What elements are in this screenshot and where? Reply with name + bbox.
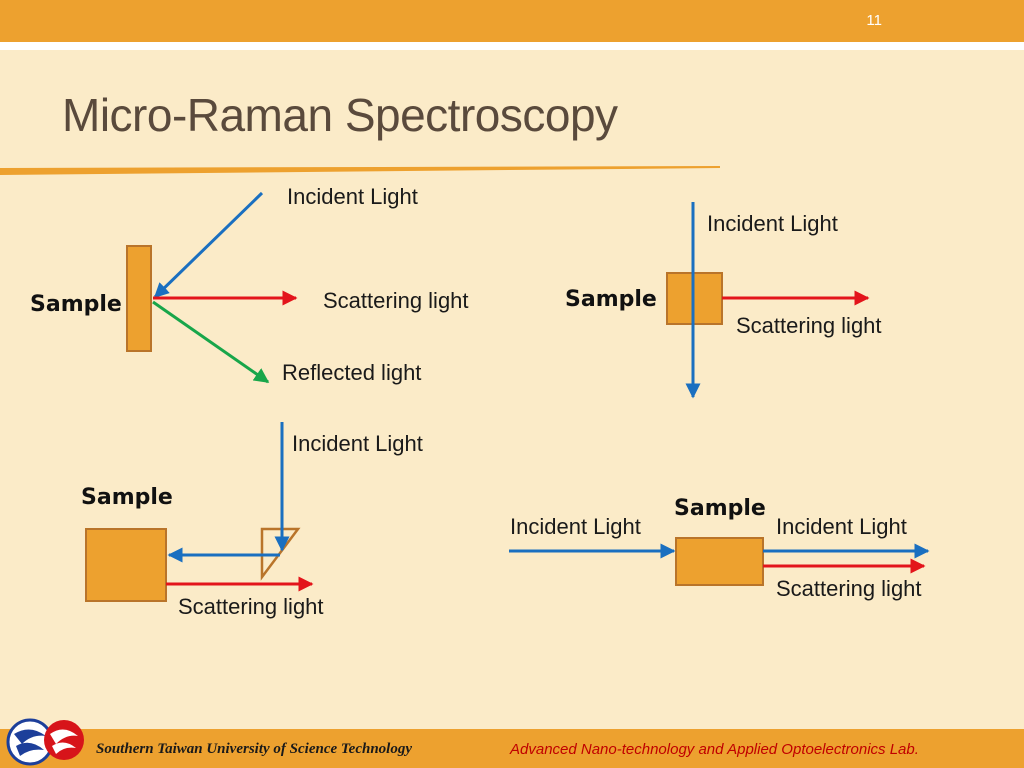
header-divider (0, 42, 1024, 50)
d4-sample-label: Sample (674, 496, 766, 521)
d1-incident-arrow (153, 191, 264, 299)
d3-incident-label: Incident Light (292, 431, 423, 456)
footer-lab: Advanced Nano-technology and Applied Opt… (510, 741, 919, 758)
footer-university: Southern Taiwan University of Science Te… (96, 741, 412, 757)
d1-sample (126, 245, 152, 352)
d2-incident-label: Incident Light (707, 211, 838, 236)
d4-incident-in-label: Incident Light (510, 514, 641, 539)
d2-scattering-label: Scattering light (736, 313, 882, 338)
d4-incident-out-label: Incident Light (776, 514, 907, 539)
d3-sample-label: Sample (81, 485, 173, 510)
d2-sample-label: Sample (565, 287, 657, 312)
d1-reflected-arrow (152, 300, 270, 384)
d3-prism (260, 527, 301, 581)
header-bar (0, 0, 1024, 42)
d1-scattering-label: Scattering light (323, 288, 469, 313)
slide-number: 11 (866, 12, 882, 29)
footer-bar (0, 729, 1024, 768)
d4-scattering-label: Scattering light (776, 576, 922, 601)
slide-title: Micro-Raman Spectroscopy (62, 89, 618, 141)
title-underline (0, 166, 720, 175)
university-logo-icon (6, 718, 84, 766)
d4-sample (675, 537, 764, 586)
d3-sample (85, 528, 167, 602)
d1-incident-label: Incident Light (287, 184, 418, 209)
d1-sample-label: Sample (30, 292, 122, 317)
d1-reflected-label: Reflected light (282, 360, 422, 385)
d3-scattering-label: Scattering light (178, 594, 324, 619)
